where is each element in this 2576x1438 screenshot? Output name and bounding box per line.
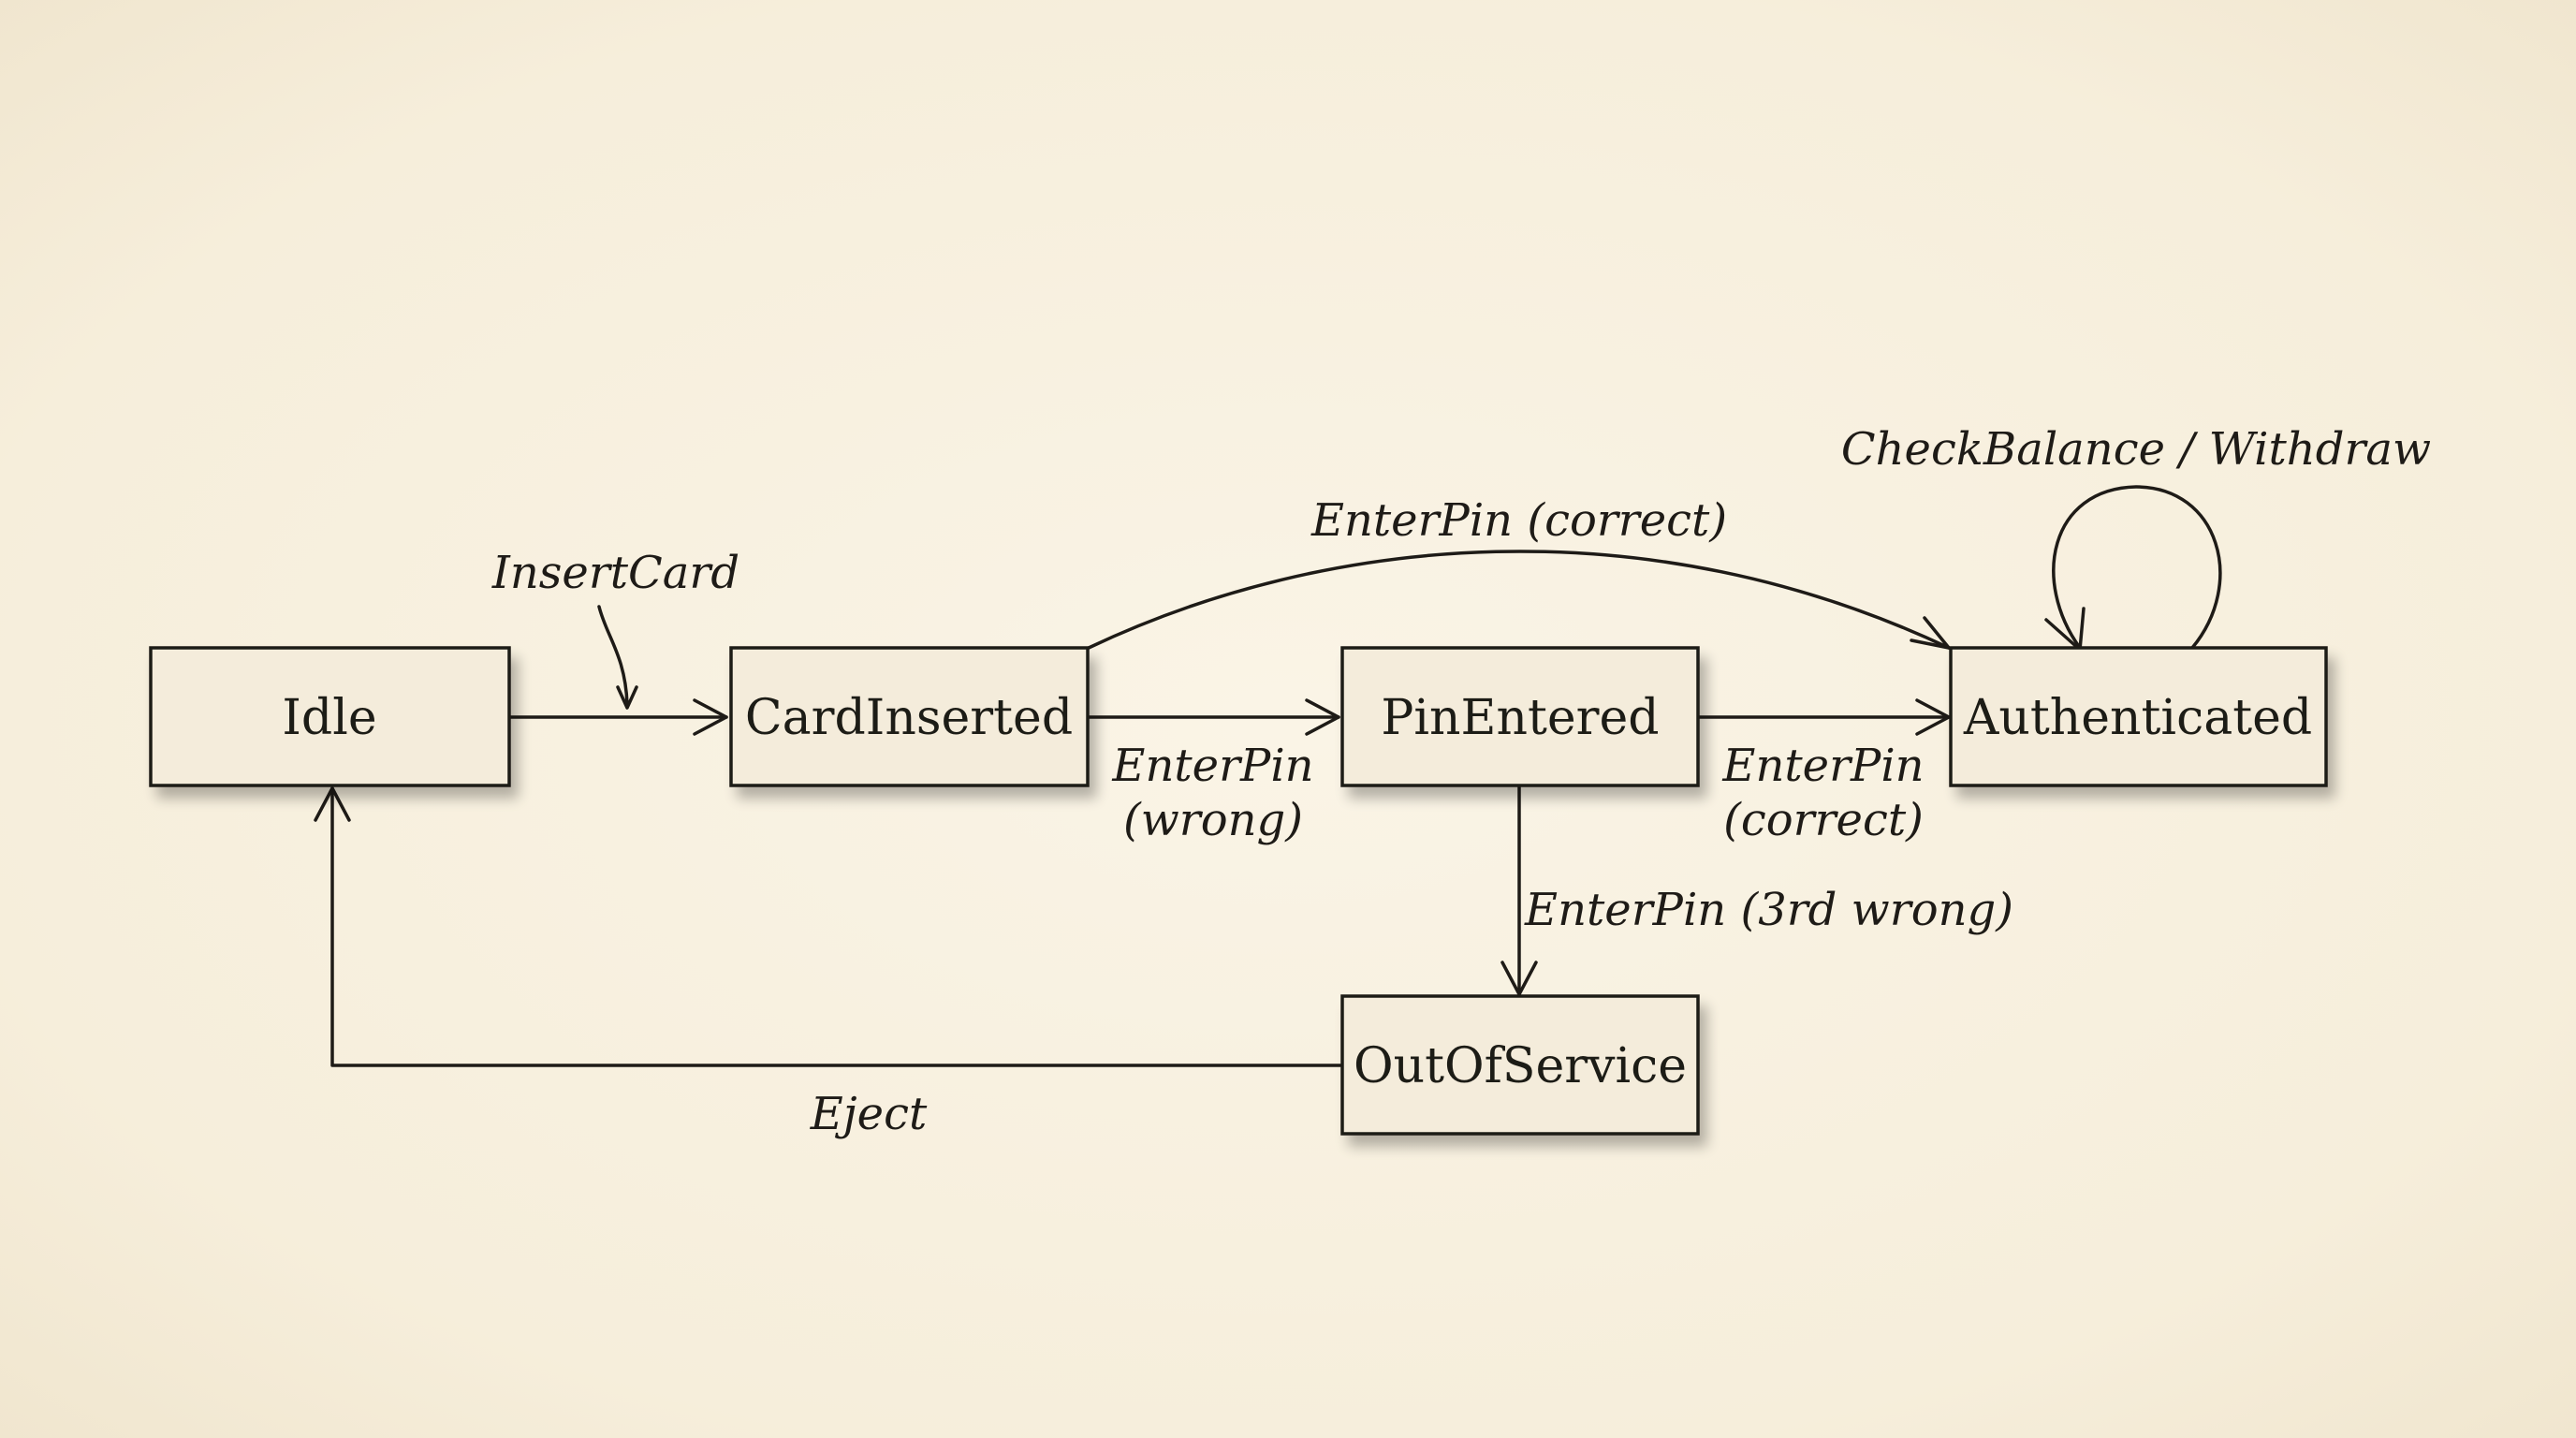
state-idle-label: Idle [282, 690, 376, 746]
state-authenticated: Authenticated [1949, 646, 2328, 787]
edge-pin-entered-to-out-of-service [1500, 785, 1538, 996]
insert-card-pointer [597, 605, 638, 710]
label-enter-pin-correct-line1: EnterPin [1721, 740, 1924, 792]
arrowhead [1915, 698, 1951, 736]
label-insert-card: InsertCard [491, 547, 739, 599]
edge-card-inserted-to-pin-entered [1087, 698, 1340, 736]
transition-labels: InsertCard EnterPin (correct) CheckBalan… [491, 423, 2431, 1140]
label-enter-pin-wrong-line2: (wrong) [1123, 794, 1303, 846]
label-enter-pin-third-wrong: EnterPin (3rd wrong) [1524, 884, 2013, 936]
state-pin-entered-label: PinEntered [1381, 690, 1659, 746]
state-out-of-service: OutOfService [1340, 994, 1700, 1136]
arrowhead [314, 786, 351, 822]
state-pin-entered: PinEntered [1340, 646, 1700, 787]
arrowhead [1910, 616, 1951, 650]
edge-pin-entered-to-authenticated [1697, 698, 1951, 736]
state-card-inserted-label: CardInserted [745, 690, 1073, 746]
arrowhead [693, 698, 728, 736]
transitions [314, 485, 2222, 1067]
state-card-inserted: CardInserted [729, 646, 1090, 787]
state-out-of-service-label: OutOfService [1354, 1038, 1687, 1094]
arrowhead [616, 685, 638, 710]
edge-idle-to-card-inserted [508, 698, 728, 736]
state-idle: Idle [149, 646, 511, 787]
states: Idle CardInserted PinEntered Authenticat… [149, 646, 2328, 1136]
arrowhead [1500, 961, 1538, 996]
label-check-balance-withdraw: CheckBalance / Withdraw [1841, 423, 2431, 476]
label-enter-pin-wrong-line1: EnterPin [1111, 740, 1313, 792]
edge-card-inserted-to-authenticated-arc [1087, 550, 1951, 650]
label-enter-pin-correct-arc: EnterPin (correct) [1310, 494, 1727, 547]
label-enter-pin-correct-line2: (correct) [1723, 794, 1924, 846]
edge-out-of-service-to-idle [314, 786, 1342, 1067]
label-eject: Eject [810, 1088, 928, 1140]
arrowhead [1305, 698, 1340, 736]
state-authenticated-label: Authenticated [1963, 690, 2312, 746]
